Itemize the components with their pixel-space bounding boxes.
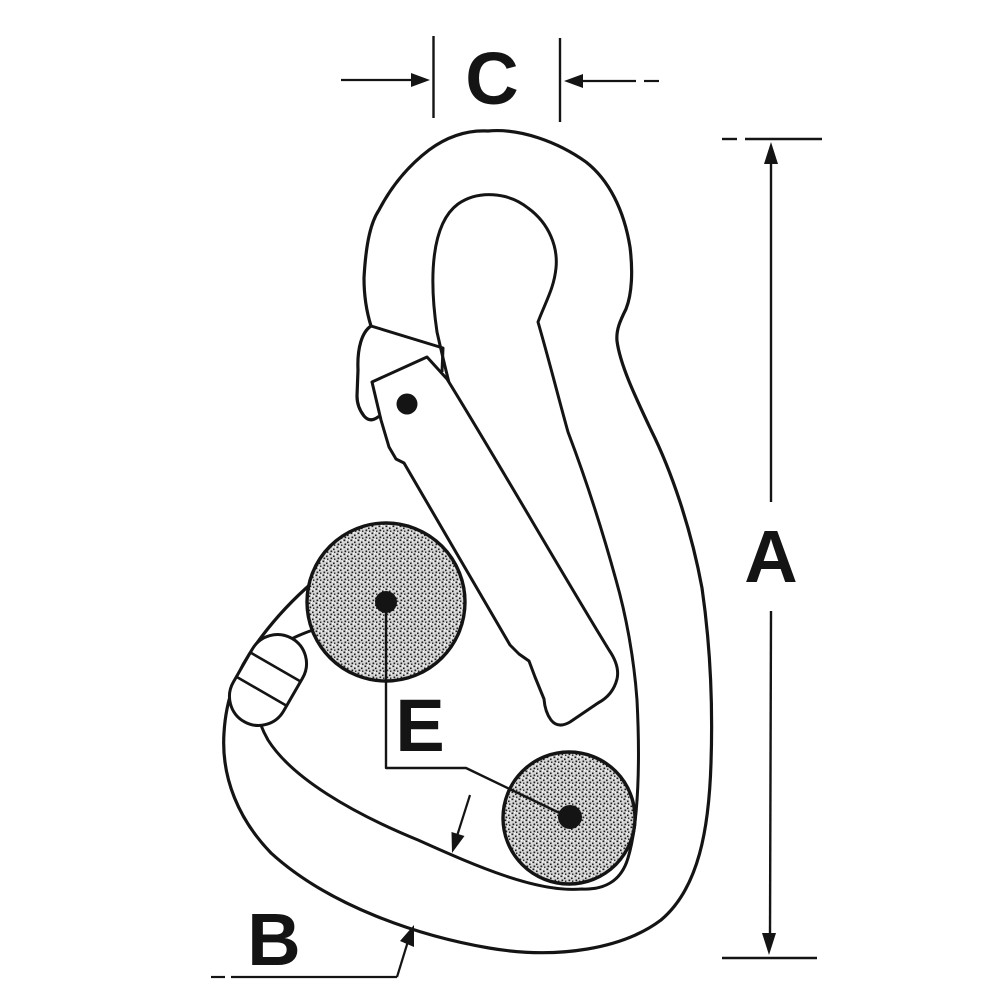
sleeve-band-line	[249, 651, 302, 683]
label-dim-c: C	[465, 37, 519, 120]
arrowhead-down-left-icon	[451, 832, 465, 853]
arrowhead-right-icon	[411, 73, 430, 87]
rope-center-dot-small	[558, 805, 582, 829]
inner-edge-arrow	[451, 794, 472, 853]
gate-bar	[370, 355, 620, 727]
hook-inner-opening	[253, 193, 640, 891]
label-dim-a: A	[744, 515, 798, 598]
sleeve-band-line	[235, 675, 288, 707]
arrowhead-left-icon	[564, 74, 583, 88]
arrowhead-down-icon	[762, 933, 776, 955]
dim-c	[341, 36, 659, 122]
arrowhead-up-right-icon	[400, 925, 414, 947]
hinge-cap-line	[370, 324, 445, 373]
arrowhead-up-icon	[764, 142, 778, 164]
label-dim-b: B	[247, 898, 301, 981]
dim-a	[722, 137, 822, 960]
leader-e	[384, 607, 569, 819]
label-dim-e: E	[395, 684, 445, 767]
gate-rivet	[396, 393, 418, 415]
leader-b	[211, 925, 414, 979]
hook-body-outline	[222, 128, 714, 955]
sleeve-end	[228, 633, 308, 727]
rope-center-dot-large	[375, 591, 397, 613]
